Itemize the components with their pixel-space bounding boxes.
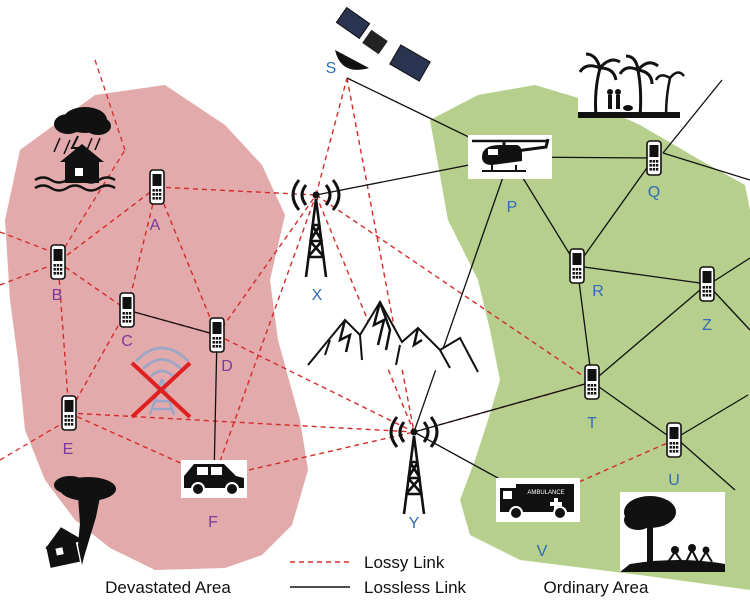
suv-icon bbox=[181, 460, 247, 498]
satellite-icon bbox=[335, 6, 431, 82]
devastated-area-label: Devastated Area bbox=[105, 578, 231, 597]
helicopter-icon bbox=[468, 135, 552, 179]
ordinary-area-region bbox=[430, 85, 750, 590]
node-label-r: R bbox=[592, 283, 604, 300]
phone-icon bbox=[149, 169, 165, 205]
node-label-z: Z bbox=[702, 317, 712, 334]
lossy-link-X-S bbox=[315, 77, 348, 196]
lossless-link-T-Z bbox=[591, 283, 708, 383]
park-playground-icon bbox=[620, 492, 725, 572]
legend: Lossy Link Lossless Link bbox=[290, 553, 467, 597]
node-label-d: D bbox=[221, 358, 233, 375]
lossy-link-B-E bbox=[57, 261, 70, 414]
node-label-q: Q bbox=[648, 184, 660, 201]
lossless-link-R-T bbox=[576, 265, 593, 383]
lossy-link-F-Y bbox=[213, 431, 415, 479]
node-label-x: X bbox=[312, 287, 323, 304]
lossy-link-X-Y bbox=[315, 194, 415, 433]
lossy-link-A-C bbox=[126, 186, 158, 311]
lossy-link-C-E bbox=[68, 309, 128, 414]
node-label-c: C bbox=[121, 333, 133, 350]
lossy-link-D-Y bbox=[216, 334, 415, 433]
lossy-link-D-X bbox=[216, 194, 317, 336]
legend-lossy-label: Lossy Link bbox=[364, 553, 445, 572]
node-label-s: S bbox=[326, 60, 337, 77]
flooded-house-icon bbox=[34, 107, 116, 192]
lossless-link-D-F bbox=[213, 334, 218, 479]
devastated-area-region bbox=[5, 85, 308, 570]
node-label-b: B bbox=[52, 287, 63, 304]
phone-icon bbox=[699, 266, 715, 302]
lossy-link-A-B bbox=[57, 186, 158, 263]
phone-icon bbox=[569, 248, 585, 284]
lossless-link-T-U bbox=[591, 381, 675, 441]
lossless-link-Y-T bbox=[413, 381, 593, 433]
lossy-link-X-T bbox=[315, 194, 593, 383]
ambulance-text: AMBULANCE bbox=[527, 490, 564, 496]
phone-icon bbox=[666, 422, 682, 458]
lossless-link-R-Z bbox=[576, 265, 708, 285]
offscreen-links bbox=[0, 59, 750, 491]
node-label-u: U bbox=[668, 472, 680, 489]
phone-icon bbox=[50, 244, 66, 280]
legend-lossless-label: Lossless Link bbox=[364, 578, 467, 597]
tornado-house-icon bbox=[45, 476, 116, 568]
lossy-link-E-Y bbox=[68, 412, 415, 433]
phone-icon bbox=[646, 140, 662, 176]
lossless-link-P-Y bbox=[413, 156, 511, 433]
lossy-link-V-U bbox=[537, 439, 675, 501]
node-label-f: F bbox=[208, 514, 218, 531]
lossy-link-S-Y bbox=[346, 77, 415, 433]
lossless-link-Q-R bbox=[576, 157, 655, 267]
phone-icon bbox=[61, 395, 77, 431]
mountains-icon bbox=[307, 300, 479, 373]
palm-beach-icon bbox=[578, 52, 685, 118]
phone-icon bbox=[119, 292, 135, 328]
phone-icon bbox=[209, 317, 225, 353]
lossless-link-C-D bbox=[126, 309, 218, 336]
node-label-a: A bbox=[150, 217, 161, 234]
node-label-p: P bbox=[507, 199, 518, 216]
node-label-t: T bbox=[587, 415, 597, 432]
cell-tower-icon bbox=[291, 179, 341, 278]
ambulance-icon: AMBULANCE bbox=[496, 478, 580, 522]
ordinary-area-label: Ordinary Area bbox=[544, 578, 649, 597]
node-label-y: Y bbox=[409, 515, 420, 532]
node-label-e: E bbox=[63, 441, 74, 458]
cell-tower-icon bbox=[389, 416, 439, 515]
phone-icon bbox=[584, 364, 600, 400]
node-label-v: V bbox=[537, 543, 548, 560]
nodes: S X Y A B C D E F P Q R Z T U AMBULANCE V bbox=[50, 6, 715, 560]
broken-tower-icon bbox=[130, 346, 192, 419]
